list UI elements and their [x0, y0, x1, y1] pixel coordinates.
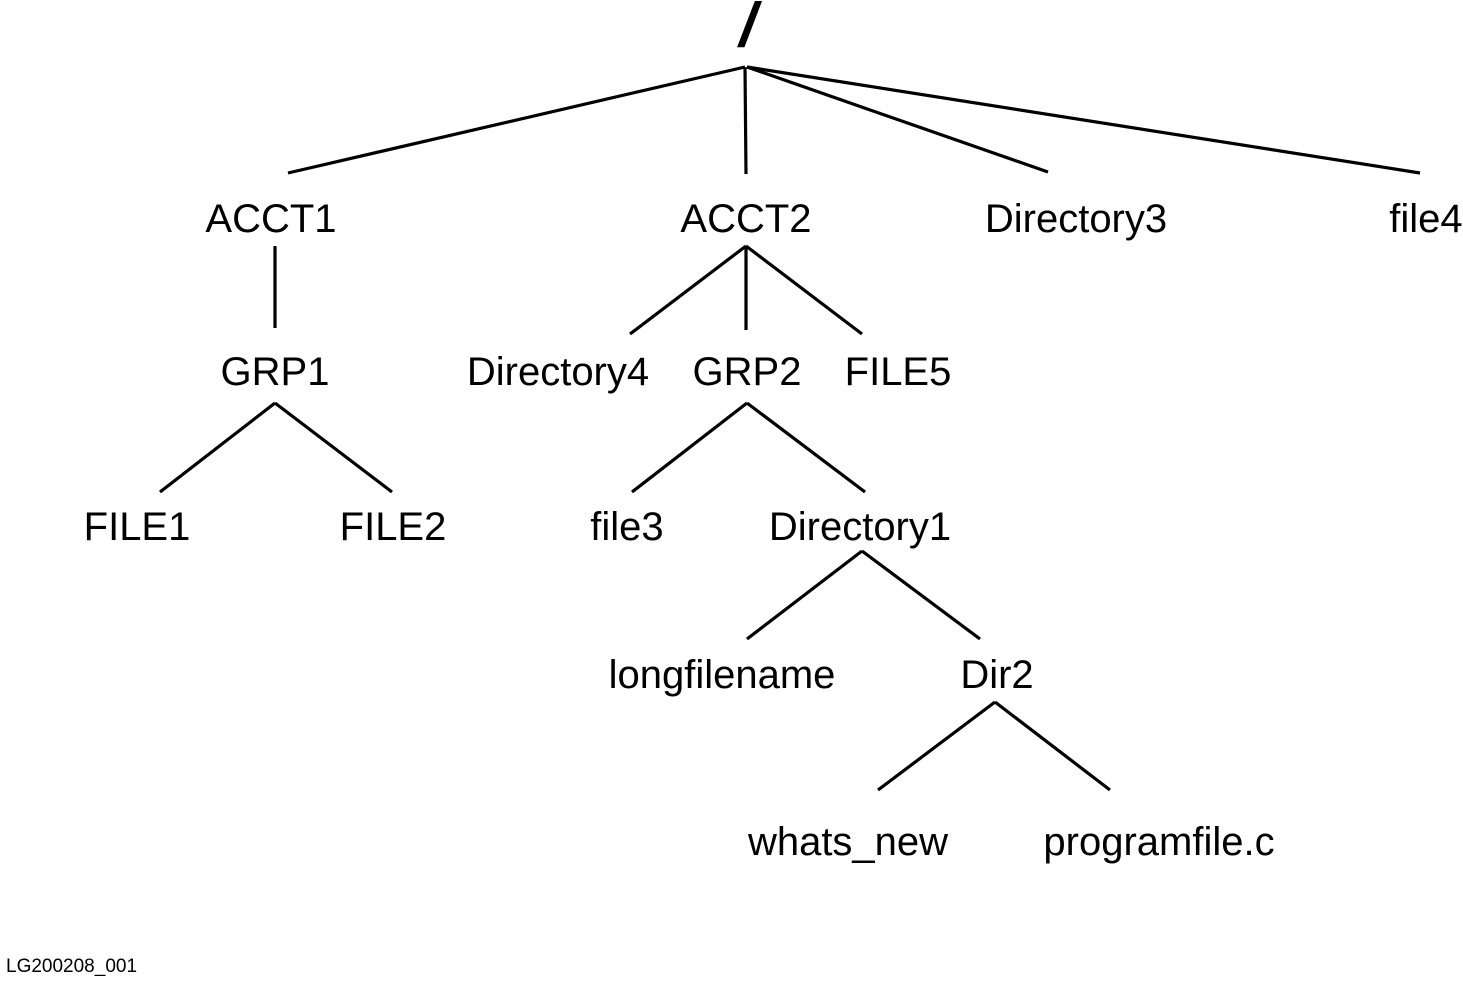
edge-grp2-file3 — [631, 401, 748, 494]
edge-root-acct1 — [287, 65, 746, 175]
edge-acct2-file5 — [745, 244, 863, 336]
tree-node-programfile: programfile.c — [1043, 820, 1274, 864]
edge-directory1-dir2 — [861, 549, 981, 641]
edge-directory1-longfile — [746, 549, 863, 641]
tree-edges-group — [159, 65, 1421, 792]
tree-node-dir2: Dir2 — [960, 653, 1033, 697]
edge-root-acct2 — [743, 66, 748, 175]
tree-node-longfilename: longfilename — [609, 653, 836, 697]
tree-node-directory3: Directory3 — [985, 197, 1167, 241]
tree-node-directory1: Directory1 — [769, 505, 951, 549]
tree-node-file4: file4 — [1389, 197, 1462, 241]
edge-grp1-file1 — [159, 401, 276, 494]
tree-node-directory4: Directory4 — [467, 350, 649, 394]
tree-node-whats_new: whats_new — [747, 820, 948, 864]
tree-node-file2: FILE2 — [340, 505, 447, 549]
tree-node-grp1: GRP1 — [221, 350, 330, 394]
tree-node-file1: FILE1 — [84, 505, 191, 549]
edge-grp2-directory1 — [746, 401, 866, 494]
edge-grp1-file2 — [274, 401, 393, 494]
edge-dir2-programfile — [994, 700, 1111, 792]
edge-root-file4 — [746, 65, 1421, 175]
tree-node-acct2: ACCT2 — [680, 197, 811, 241]
edge-dir2-whats_new — [877, 700, 996, 792]
tree-node-file3: file3 — [590, 505, 663, 549]
tree-node-grp2: GRP2 — [693, 350, 802, 394]
tree-node-file5: FILE5 — [845, 350, 952, 394]
edge-acct2-directory4 — [629, 244, 747, 336]
edge-root-directory3 — [746, 65, 1049, 174]
figure-caption: LG200208_001 — [6, 956, 137, 977]
tree-node-acct1: ACCT1 — [205, 197, 336, 241]
